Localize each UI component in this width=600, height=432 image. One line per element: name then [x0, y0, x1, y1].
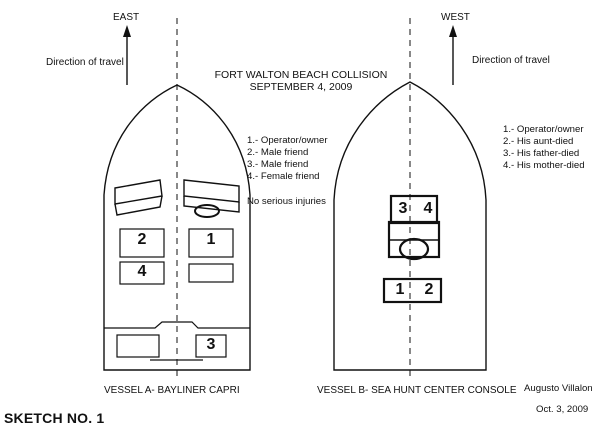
vessel-a-legend: 1.- Operator/owner 2.- Male friend 3.- M… — [247, 135, 328, 183]
vessel-a-seat-2-label: 2 — [137, 231, 147, 248]
sketch-label: SKETCH NO. 1 — [4, 410, 105, 426]
vessel-b-seat-1-2 — [382, 277, 443, 304]
author-name: Augusto Villalon — [524, 383, 593, 394]
legend-item: 3.- Male friend — [247, 159, 309, 170]
vessel-a-caption: VESSEL A- BAYLINER CAPRI — [104, 385, 240, 396]
vessel-b-legend: 1.- Operator/owner 2.- His aunt-died 3.-… — [503, 124, 585, 172]
vessel-b-hull — [333, 18, 487, 378]
travel-label-a: Direction of travel — [46, 57, 124, 68]
vessel-b-seat-1-label: 1 — [395, 281, 405, 298]
vessel-a-seat-1-label: 1 — [206, 231, 216, 248]
title-line-1: FORT WALTON BEACH COLLISION — [214, 69, 388, 81]
title-line-2: SEPTEMBER 4, 2009 — [249, 81, 353, 93]
vessel-b-steering-wheel — [398, 237, 430, 261]
vessel-b-seat-2-label: 2 — [424, 281, 434, 298]
vessel-a-seat-4-label: 4 — [137, 263, 147, 280]
sketch-date: Oct. 3, 2009 — [536, 404, 589, 415]
vessel-a-seat-3 — [195, 334, 227, 358]
vessel-a-seat-empty — [188, 263, 234, 283]
legend-item: 4.- Female friend — [247, 171, 320, 182]
vessel-a-hull — [103, 18, 251, 378]
vessel-b-seat-4-label: 4 — [423, 200, 433, 217]
vessel-b-seat-3-label: 3 — [398, 200, 408, 217]
vessel-a-seat-1 — [188, 228, 234, 258]
vessel-a-note: No serious injuries — [247, 196, 326, 207]
arrow-up-icon-east — [123, 25, 131, 85]
vessel-a-seat-2 — [119, 228, 165, 258]
vessel-a-steering-wheel — [194, 204, 220, 218]
legend-item: 1.- Operator/owner — [503, 124, 584, 135]
vessel-a-engine-cover — [104, 321, 250, 329]
legend-item: 1.- Operator/owner — [247, 135, 328, 146]
diagram-title: FORT WALTON BEACH COLLISION SEPTEMBER 4,… — [215, 69, 388, 93]
vessel-a-stern-left-seat — [116, 334, 160, 358]
legend-item: 2.- Male friend — [247, 147, 309, 158]
vessel-a-windshield — [114, 179, 240, 216]
travel-label-b: Direction of travel — [472, 55, 550, 66]
arrow-up-icon-west — [449, 25, 457, 85]
legend-item: 2.- His aunt-died — [503, 136, 574, 147]
vessel-a-seat-4 — [119, 261, 165, 285]
vessel-b-caption: VESSEL B- SEA HUNT CENTER CONSOLE — [317, 385, 517, 396]
heading-east: EAST — [113, 12, 140, 23]
legend-item: 3.- His father-died — [503, 148, 580, 159]
legend-item: 4.- His mother-died — [503, 160, 585, 171]
vessel-a-seat-3-label: 3 — [206, 336, 216, 353]
heading-west: WEST — [441, 12, 470, 23]
